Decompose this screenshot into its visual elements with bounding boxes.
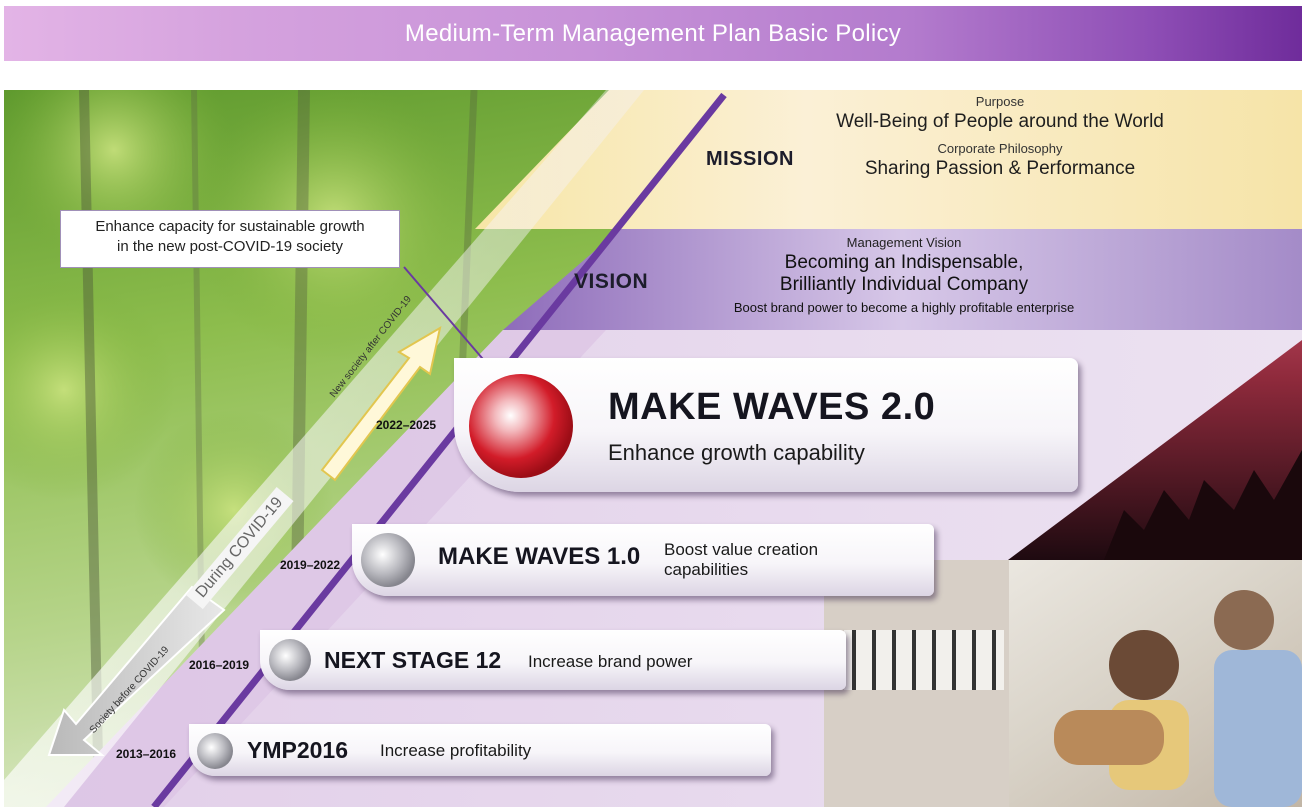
plan-desc-make-waves-1: Boost value creation capabilities [664,540,819,579]
philosophy-caption: Corporate Philosophy [937,141,1063,156]
gray-circle-icon [269,639,311,681]
plan-bar-ymp2016 [189,724,771,776]
plan-bar-next-stage-12 [260,630,846,690]
plan-years-2013: 2013–2016 [116,747,177,761]
gray-circle-icon [361,533,415,587]
plan-desc-make-waves-2: Enhance growth capability [608,440,865,465]
plan-desc-next-stage-12: Increase brand power [528,652,693,671]
vision-caption: Management Vision [846,235,962,250]
purpose-text: Well-Being of People around the World [836,111,1164,132]
header-banner: Medium-Term Management Plan Basic Policy [4,6,1302,61]
plan-years-2019: 2019–2022 [280,558,341,572]
callout-line-1: Enhance capacity for sustainable growth [95,218,365,235]
plan-name-next-stage-12: NEXT STAGE 12 [324,647,502,673]
plan-years-2022: 2022–2025 [376,418,437,432]
policy-diagram: Enhance capacity for sustainable growth … [4,90,1302,807]
vision-line-1: Becoming an Indispensable, [784,252,1024,273]
plan-name-ymp2016: YMP2016 [247,737,349,763]
plan-years-2016: 2016–2019 [189,658,250,672]
red-circle-icon [469,374,573,478]
plan-name-make-waves-1: MAKE WAVES 1.0 [438,543,641,570]
vision-line-2: Brilliantly Individual Company [779,274,1029,295]
philosophy-text: Sharing Passion & Performance [864,158,1136,179]
purpose-caption: Purpose [975,94,1025,109]
gray-circle-icon [197,733,233,769]
page-title: Medium-Term Management Plan Basic Policy [404,19,902,47]
plan-desc-ymp2016: Increase profitability [380,741,532,760]
arrow-new-society [320,325,442,482]
arrow-society-before [47,585,226,756]
plan-bar-make-waves-1 [352,524,934,596]
plan-name-make-waves-2: MAKE WAVES 2.0 [608,386,936,428]
vision-subtext: Boost brand power to become a highly pro… [733,300,1075,315]
mission-text-block: Purpose Well-Being of People around the … [800,90,1200,180]
vision-text-block: Management Vision Becoming an Indispensa… [664,235,1144,315]
callout-connector [403,266,495,373]
vision-label: VISION [574,270,649,293]
mission-label: MISSION [706,148,794,170]
timeline-line [151,92,727,807]
callout-line-2: in the new post-COVID-19 society [117,238,343,255]
callout-box: Enhance capacity for sustainable growth … [60,210,400,268]
